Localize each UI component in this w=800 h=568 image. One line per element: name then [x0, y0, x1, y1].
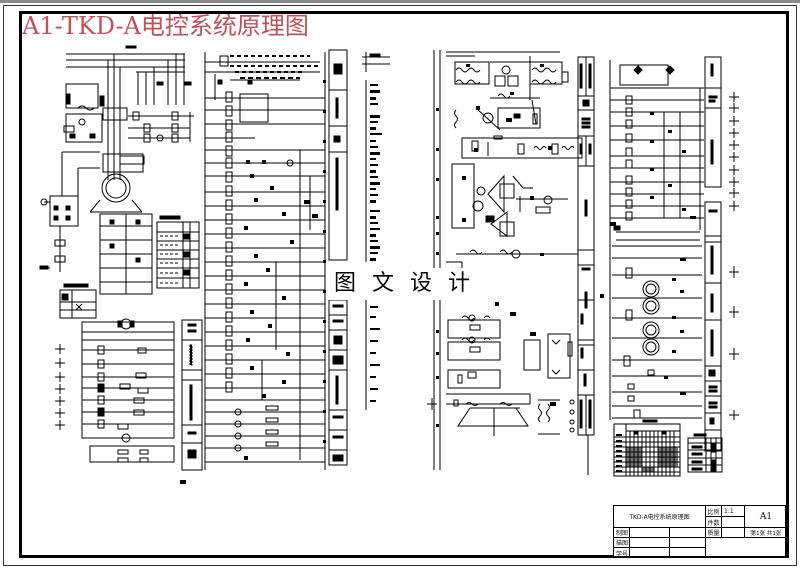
watermark-text: 图文设计 [326, 268, 486, 300]
blank-area [706, 538, 787, 558]
row-extra-traced [670, 538, 706, 548]
far-right-markers [729, 92, 739, 420]
terminal-strip-3 [577, 56, 595, 475]
terminal-list [362, 52, 390, 410]
top-border-bar [0, 0, 800, 3]
row-extra-drawn [670, 528, 706, 538]
material-value [722, 528, 745, 538]
row-label-drawn: 制图 [614, 528, 630, 538]
speed-regulation-circuit [427, 50, 583, 470]
row-label-student-id: 学号 [614, 548, 630, 558]
title-block: TKD-A电控系统原理图 比例 1:1 A1 件数 制图 质量 第1张 共1张 … [613, 505, 787, 558]
row-value-drawn [630, 528, 670, 538]
sheet-info: 第1张 共1张 [745, 528, 787, 538]
left-legend-table [156, 215, 200, 289]
material-label: 质量 [706, 528, 722, 538]
row-label-traced: 描图 [614, 538, 630, 548]
truth-table-grid [613, 419, 681, 477]
sheet-size: A1 [745, 506, 787, 528]
quantity-value [722, 517, 745, 528]
motor-terminal-block [99, 213, 153, 295]
quantity-label: 件数 [706, 517, 722, 528]
terminal-strip-4 [704, 56, 722, 452]
left-lower-ladder [55, 318, 175, 463]
left-small-table [59, 283, 97, 319]
outer-drawing-frame [3, 5, 797, 566]
motor-control-right [600, 60, 704, 420]
control-ladder-main [204, 52, 326, 470]
row-value-student-id [630, 548, 670, 558]
terminal-strip-1 [181, 319, 203, 471]
terminal-strip-2 [328, 49, 348, 466]
small-selector-table [687, 433, 723, 473]
scale-label: 比例 [706, 506, 722, 517]
row-value-traced [630, 538, 670, 548]
row-extra-student-id [670, 548, 706, 558]
scale-value: 1:1 [722, 506, 745, 517]
inner-drawing-frame [19, 11, 789, 558]
drawing-title: A1-TKD-A电控系统原理图 [22, 12, 309, 40]
main-power-circuit [39, 45, 194, 272]
drawing-name-cell: TKD-A电控系统原理图 [614, 506, 706, 528]
